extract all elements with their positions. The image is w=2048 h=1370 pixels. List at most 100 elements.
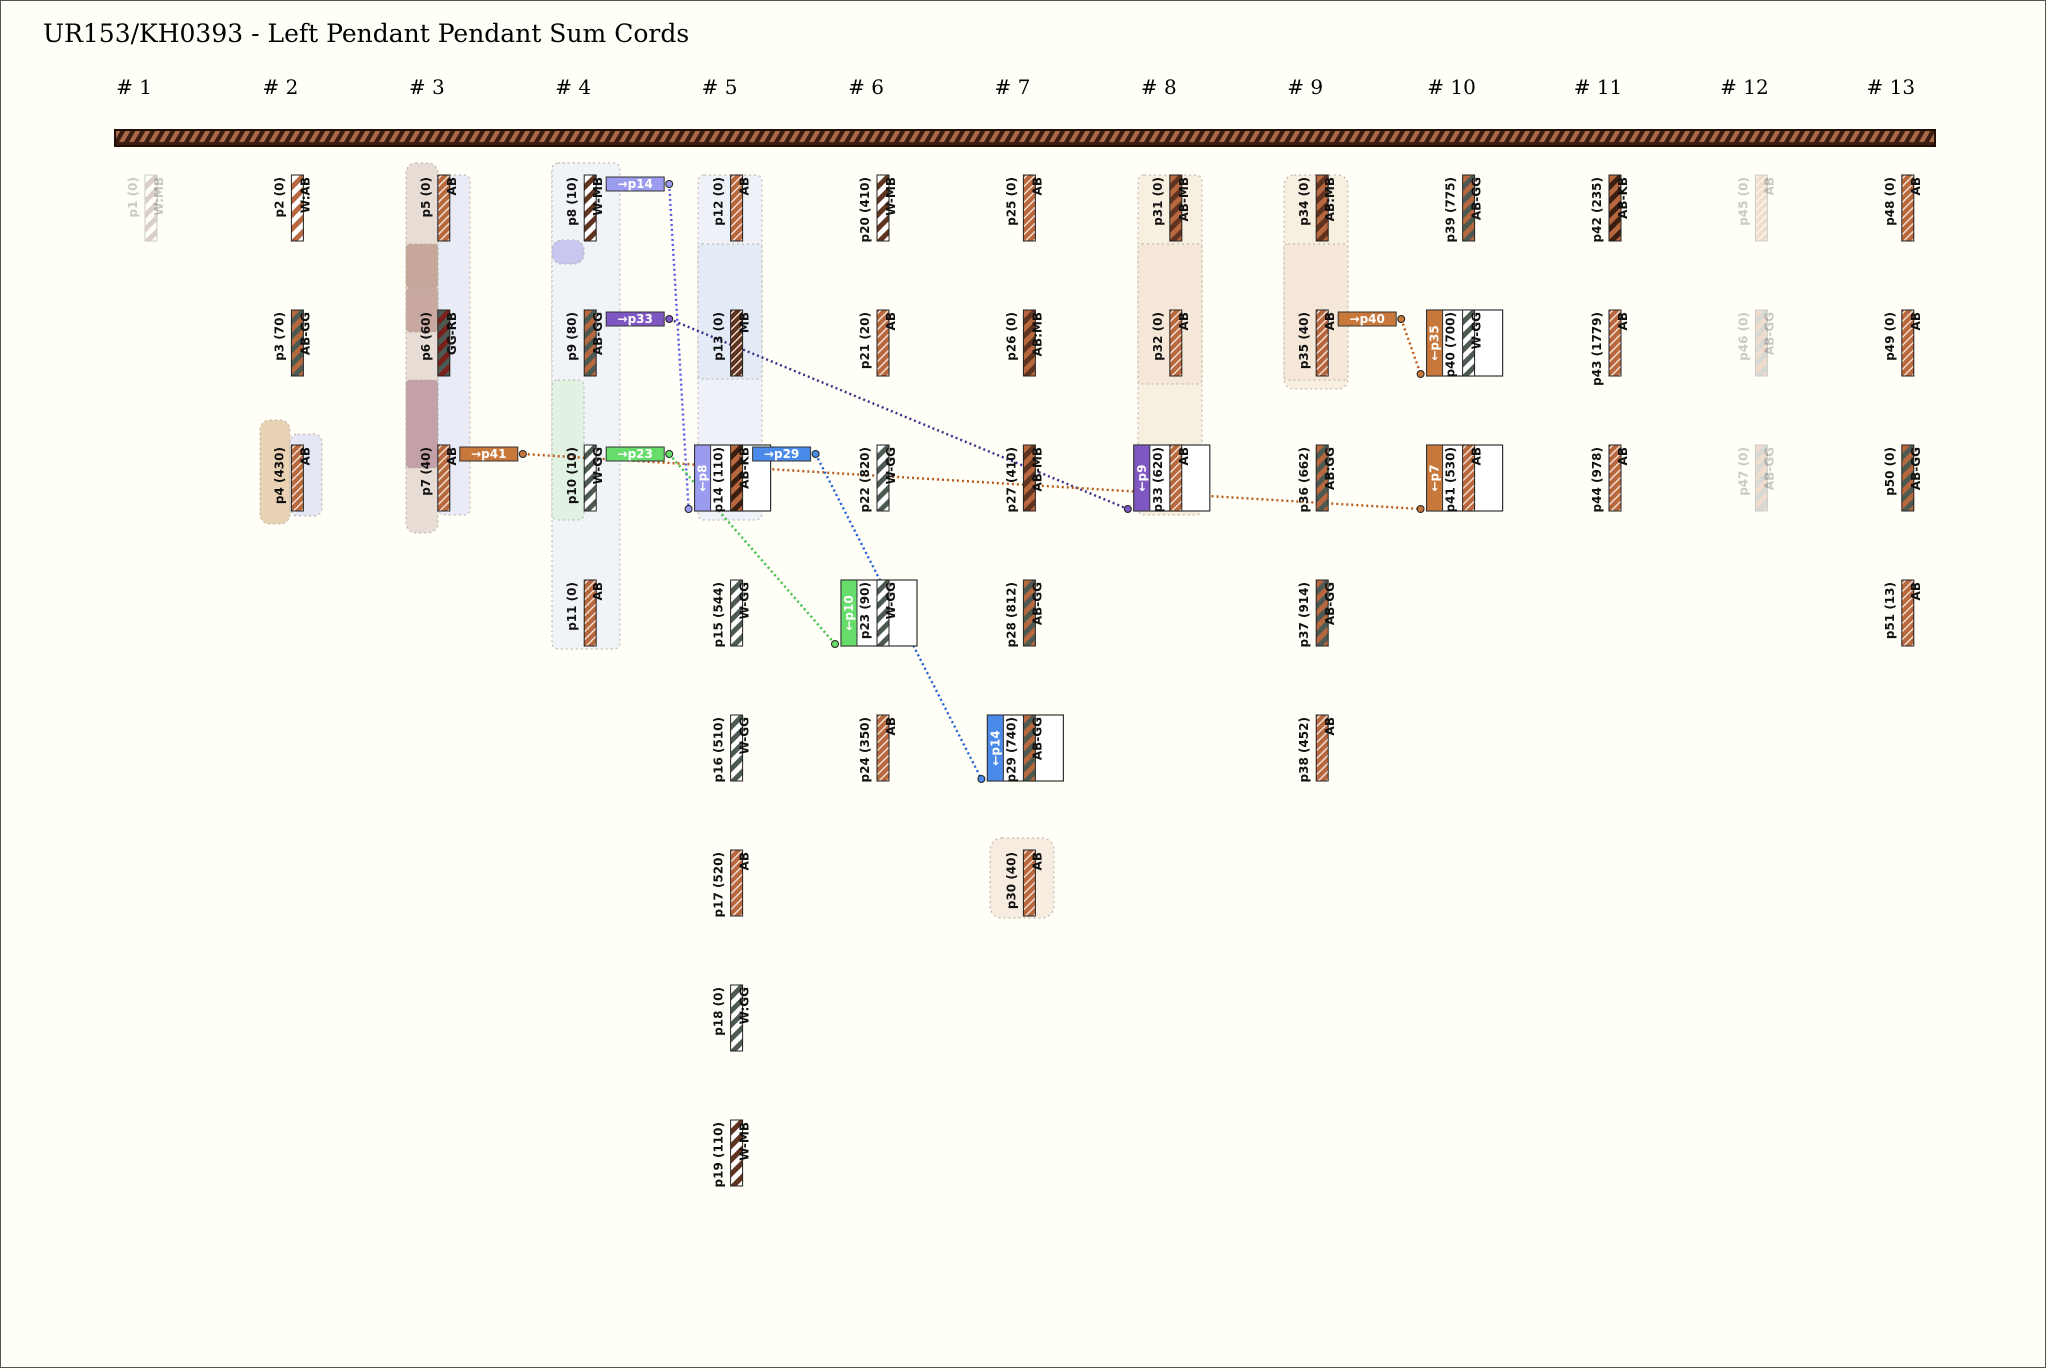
group-label: # 6 (848, 75, 884, 99)
cord-label: p6 (60) (419, 312, 433, 361)
sum-tag-text: ←p8 (696, 465, 710, 492)
cord-p2: p2 (0)W:AB (272, 174, 312, 242)
cord-p47: p47 (0)AB-GG (1736, 444, 1776, 512)
cord-colors: AB-KB (1616, 177, 1630, 219)
cord-strand (876, 309, 890, 377)
highlight-box (259, 419, 291, 525)
cord-label: p49 (0) (1883, 312, 1897, 361)
cord-p12: p12 (0) AB (712, 174, 752, 242)
cord-colors: AB-GG (1030, 717, 1044, 760)
cord-label: p25 (0) (1004, 177, 1018, 226)
cord-label: p31 (0) (1151, 177, 1165, 226)
link-tag-text: →p41 (471, 447, 506, 461)
cord-strand (1901, 174, 1915, 242)
cord-strand (730, 309, 744, 377)
cord-label: p12 (0) (712, 177, 726, 226)
cord-label: p46 (0) (1736, 312, 1750, 361)
cord-strand (1901, 444, 1915, 512)
cord-strand (583, 174, 597, 242)
cord-label: p44 (978) (1590, 447, 1604, 512)
group-label: # 2 (262, 75, 298, 99)
group-label: # 3 (409, 75, 445, 99)
cord-p18: p18 (0)W:GG (712, 984, 752, 1052)
cord-p34: p34 (0)AB:MB (1297, 174, 1337, 242)
sum-tag (694, 444, 712, 512)
cord-strand (1169, 444, 1183, 512)
cord-strand (583, 444, 597, 512)
cord-p50: p50 (0)AB-GG (1883, 444, 1923, 512)
cord-label: p5 (0) (419, 177, 433, 217)
link-tag (752, 446, 812, 462)
cord-colors: W-GG (738, 717, 752, 754)
cord-p38: p38 (452)AB (1297, 714, 1337, 782)
cord-label: p23 (90) (858, 582, 872, 639)
highlight-box (405, 287, 439, 333)
group-label: # 13 (1867, 75, 1916, 99)
cord-p8: p8 (10)W-MB (565, 174, 605, 242)
cord-strand (1901, 579, 1915, 647)
cord-strand (1169, 309, 1183, 377)
highlight-box (405, 379, 439, 469)
cord-label: p11 (0) (565, 582, 579, 631)
cord-colors: GG-RB (445, 312, 459, 355)
cord-colors: AB (1616, 312, 1630, 330)
cord-p19: p19 (110)W-MB (712, 1119, 752, 1187)
cord-p10: p10 (10)W-GG (565, 444, 605, 512)
link-start-dot (518, 450, 527, 458)
cord-p35: p35 (40)AB (1297, 309, 1337, 377)
cord-p46: p46 (0)AB-GG (1736, 309, 1776, 377)
sum-tag (1426, 309, 1444, 377)
cord-label: p39 (775) (1444, 177, 1458, 242)
sum-link-line (1400, 318, 1422, 375)
cord-colors: AB-KB (738, 447, 752, 489)
cord-label: p34 (0) (1297, 177, 1311, 226)
cord-p3: p3 (70)AB-GG (272, 309, 312, 377)
cord-colors: AB (738, 177, 752, 195)
cord-colors: AB-GG (1470, 177, 1484, 220)
link-end-dot (1123, 505, 1132, 513)
cord-colors: AB (1909, 177, 1923, 195)
link-end-dot (831, 640, 839, 648)
group-label: # 4 (555, 75, 591, 99)
link-tag-p14: →p29 (752, 446, 820, 462)
cord-colors: W-GG (884, 447, 898, 484)
sum-tag-text: ←p35 (1428, 325, 1442, 360)
cord-colors: AB (445, 447, 459, 465)
cord-colors: AB-GG (1030, 582, 1044, 625)
cord-strand (1022, 174, 1036, 242)
cord-label: p51 (13) (1883, 582, 1897, 639)
cord-p21: p21 (20)AB (858, 309, 898, 377)
cord-label: p32 (0) (1151, 312, 1165, 361)
primary-cord (114, 129, 1936, 147)
sum-tag-text: ←p7 (1428, 465, 1442, 492)
cord-label: p2 (0) (272, 177, 286, 217)
cord-colors: AB (1762, 177, 1776, 195)
cord-strand (437, 309, 451, 377)
cord-p51: p51 (13)AB (1883, 579, 1923, 647)
cord-colors: AB-MB (1030, 447, 1044, 492)
cord-p17: p17 (520)AB (712, 849, 752, 917)
cord-label: p33 (620) (1151, 447, 1165, 512)
sum-tag (986, 714, 1004, 782)
cord-colors: AB (1909, 312, 1923, 330)
cord-label: p48 (0) (1883, 177, 1897, 226)
link-tag (1337, 311, 1397, 327)
cord-strand (437, 444, 451, 512)
sum-tag (1133, 444, 1151, 512)
sum-tag-text: ←p14 (988, 730, 1002, 765)
cord-strand (1315, 714, 1329, 782)
link-tag-text: →p40 (1350, 312, 1385, 326)
cord-p22: p22 (820)W-GG (858, 444, 898, 512)
cord-p13: p13 (0)MB (712, 309, 752, 377)
cord-label: p20 (410) (858, 177, 872, 242)
cord-label: p13 (0) (712, 312, 726, 361)
cord-label: p21 (20) (858, 312, 872, 369)
link-start-dot (1397, 315, 1406, 323)
cord-colors: AB (1323, 312, 1337, 330)
cord-colors: AB (1323, 717, 1337, 735)
cord-p6: p6 (60) GG-RB (419, 309, 459, 377)
cord-label: p40 (700) (1444, 312, 1458, 377)
cord-colors: AB (1030, 852, 1044, 870)
cord-colors: AB-MB (1177, 177, 1191, 222)
